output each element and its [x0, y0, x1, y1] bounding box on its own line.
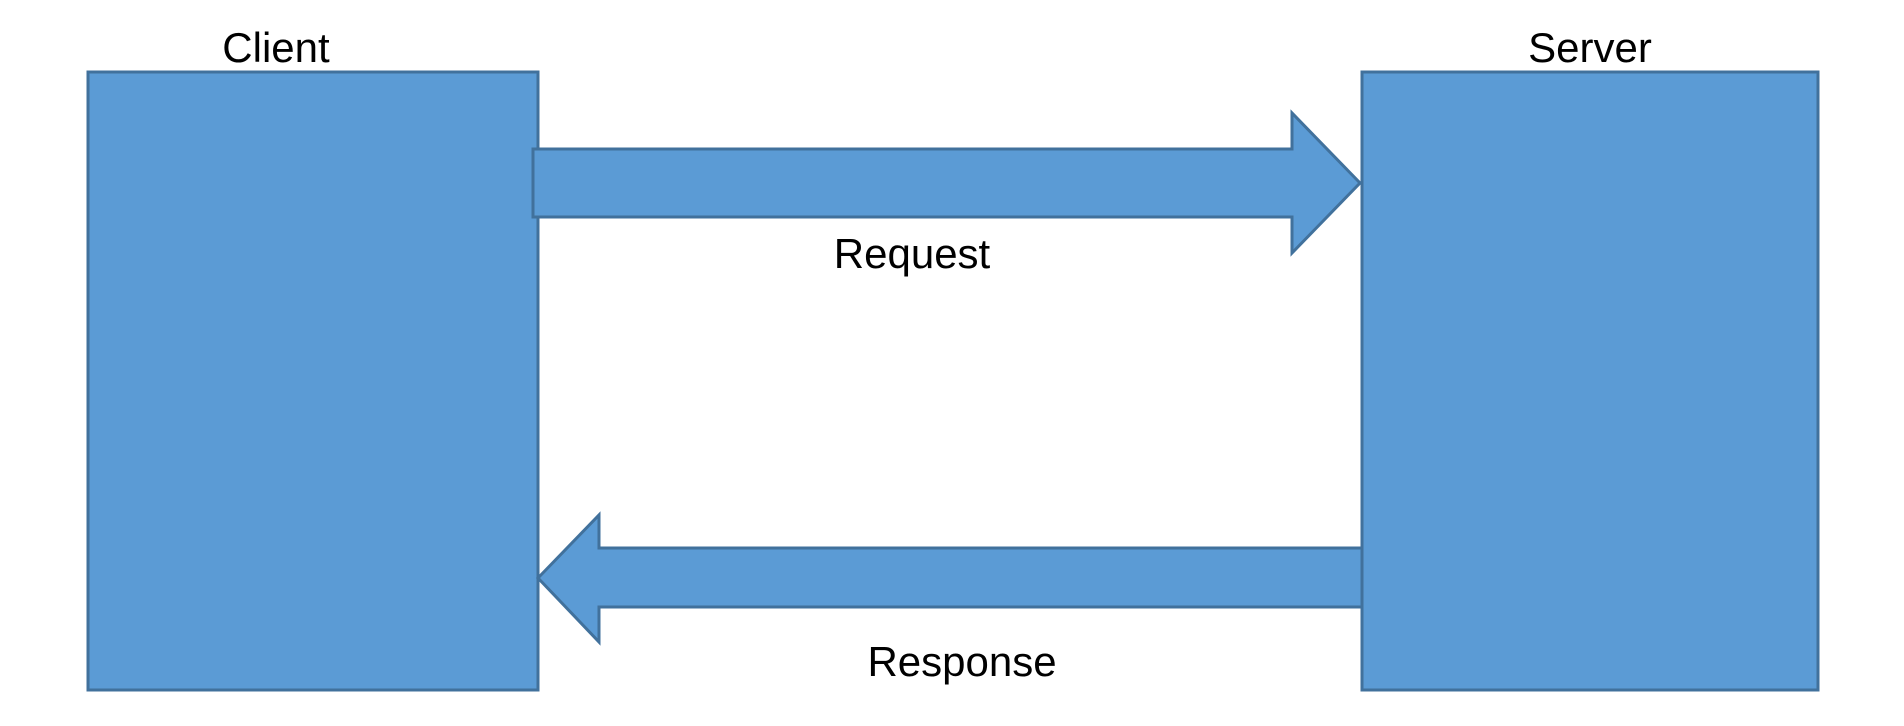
client-box	[86, 70, 540, 692]
client-label: Client	[222, 24, 330, 71]
response-arrow	[535, 511, 1364, 646]
response-label: Response	[867, 638, 1056, 685]
request-label: Request	[834, 230, 991, 277]
server-box	[1360, 70, 1820, 692]
server-label: Server	[1528, 24, 1652, 71]
request-arrow	[531, 109, 1363, 257]
